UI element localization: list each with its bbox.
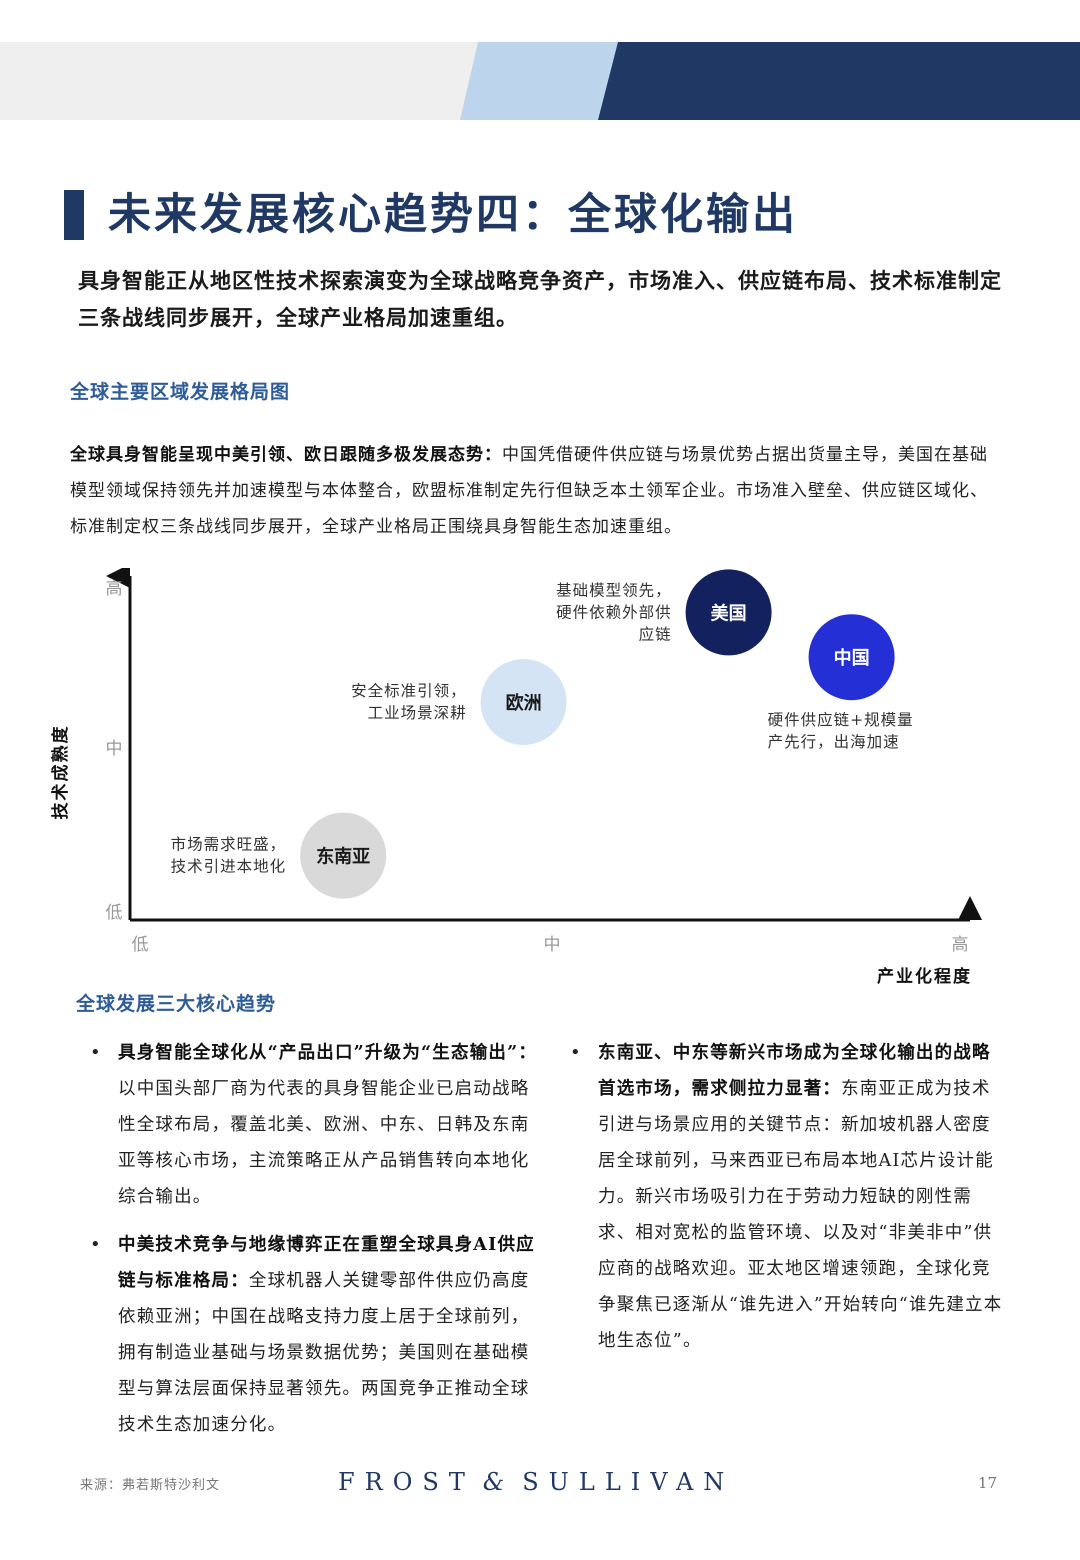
bubble-2 [480,659,567,745]
bubble-1 [808,614,895,701]
bubble-annotation: 硬件供应链+规模量 [768,710,914,729]
bubble-annotation: 基础模型领先， [556,581,672,599]
trends-left-column: 具身智能全球化从“产品出口”升级为“生态输出”： 以中国头部厂商为代表的具身智能企… [90,1035,538,1455]
bubble-annotation: 技术引进本地化 [171,858,287,876]
trend-item-text: 东南亚正成为技术引进与场景应用的关键节点：新加坡机器人密度居全球前列，马来西亚已… [598,1079,1003,1351]
footer-source: 来源：弗若斯特沙利文 [80,1478,221,1493]
bubble-annotation: 产先行，出海加速 [768,733,900,751]
x-axis-label: 产业化程度 [877,966,972,987]
bubble-annotation: 硬件依赖外部供 [556,603,672,621]
brand-ampersand: & [482,1468,515,1496]
bubble-annotation: 工业场景深耕 [368,704,467,722]
trend-item-text: 全球机器人关键零部件供应仍高度依赖亚洲；中国在战略支持力度上居于全球前列，拥有制… [118,1271,530,1435]
trend-item-heading: 具身智能全球化从“产品出口”升级为“生态输出”： [118,1043,538,1063]
trend-item: 东南亚、中东等新兴市场成为全球化输出的战略首选市场，需求侧拉力显著：东南亚正成为… [570,1035,1003,1359]
section-heading-regional-map: 全球主要区域发展格局图 [70,381,291,403]
section-heading-core-trends: 全球发展三大核心趋势 [76,993,277,1015]
y-tick-label: 高 [106,579,123,599]
y-axis-label: 技术成熟度 [50,725,71,820]
trend-item-heading: 中美技术竞争与地缘博弈正在重塑全球具身AI供应链与标准格局： [118,1235,535,1291]
bubble-label: 中国 [834,647,870,669]
page-subtitle: 具身智能正从地区性技术探索演变为全球战略竞争资产，市场准入、供应链布局、技术标准… [78,268,1002,330]
footer-brand-logo: FROST&SULLIVAN [338,1468,734,1496]
banner-dark-band [598,42,1080,120]
chart-axes [106,568,982,922]
intro-lead: 全球具身智能呈现中美引领、欧日跟随多极发展态势： [70,445,502,465]
regional-development-chart: 低中高低中高 美国基础模型领先，硬件依赖外部供应链中国硬件供应链+规模量产先行，… [50,568,982,987]
bubble-annotation: 市场需求旺盛， [171,836,287,854]
intro-body: 中国凭借硬件供应链与场景优势占据出货量主导，美国在基础模型领域保持领先并加速模型… [70,445,988,537]
bubble-label: 美国 [711,602,747,624]
brand-word-sullivan: SULLIVAN [522,1468,735,1496]
bubble-label: 欧洲 [506,692,542,714]
page-title: 未来发展核心趋势四：全球化输出 [108,190,798,240]
bubble-label: 东南亚 [316,846,370,868]
page-number: 17 [978,1474,998,1492]
bubble-0 [685,569,772,656]
header-banner [0,42,1080,120]
title-accent-bar [64,190,84,240]
trend-item-text: 以中国头部厂商为代表的具身智能企业已启动战略性全球布局，覆盖北美、欧洲、中东、日… [118,1079,530,1207]
trend-item: 中美技术竞争与地缘博弈正在重塑全球具身AI供应链与标准格局：全球机器人关键零部件… [90,1227,538,1443]
x-tick-label: 高 [952,935,969,955]
bubble-3 [300,812,387,899]
chart-ticks: 低中高低中高 [106,579,969,955]
y-tick-label: 中 [106,739,123,759]
bubble-annotation: 应链 [639,624,672,643]
y-tick-label: 低 [106,903,123,923]
x-tick-label: 低 [132,935,149,955]
trends-right-column: 东南亚、中东等新兴市场成为全球化输出的战略首选市场，需求侧拉力显著：东南亚正成为… [570,1035,1003,1371]
trend-item: 具身智能全球化从“产品出口”升级为“生态输出”： 以中国头部厂商为代表的具身智能企… [90,1035,538,1215]
brand-word-frost: FROST [338,1468,475,1496]
bubble-annotation: 安全标准引领， [351,682,467,700]
trend-item-heading: 东南亚、中东等新兴市场成为全球化输出的战略首选市场，需求侧拉力显著： [598,1043,991,1099]
intro-paragraph: 全球具身智能呈现中美引领、欧日跟随多极发展态势：中国凭借硬件供应链与场景优势占据… [70,437,1005,545]
x-tick-label: 中 [544,935,561,955]
